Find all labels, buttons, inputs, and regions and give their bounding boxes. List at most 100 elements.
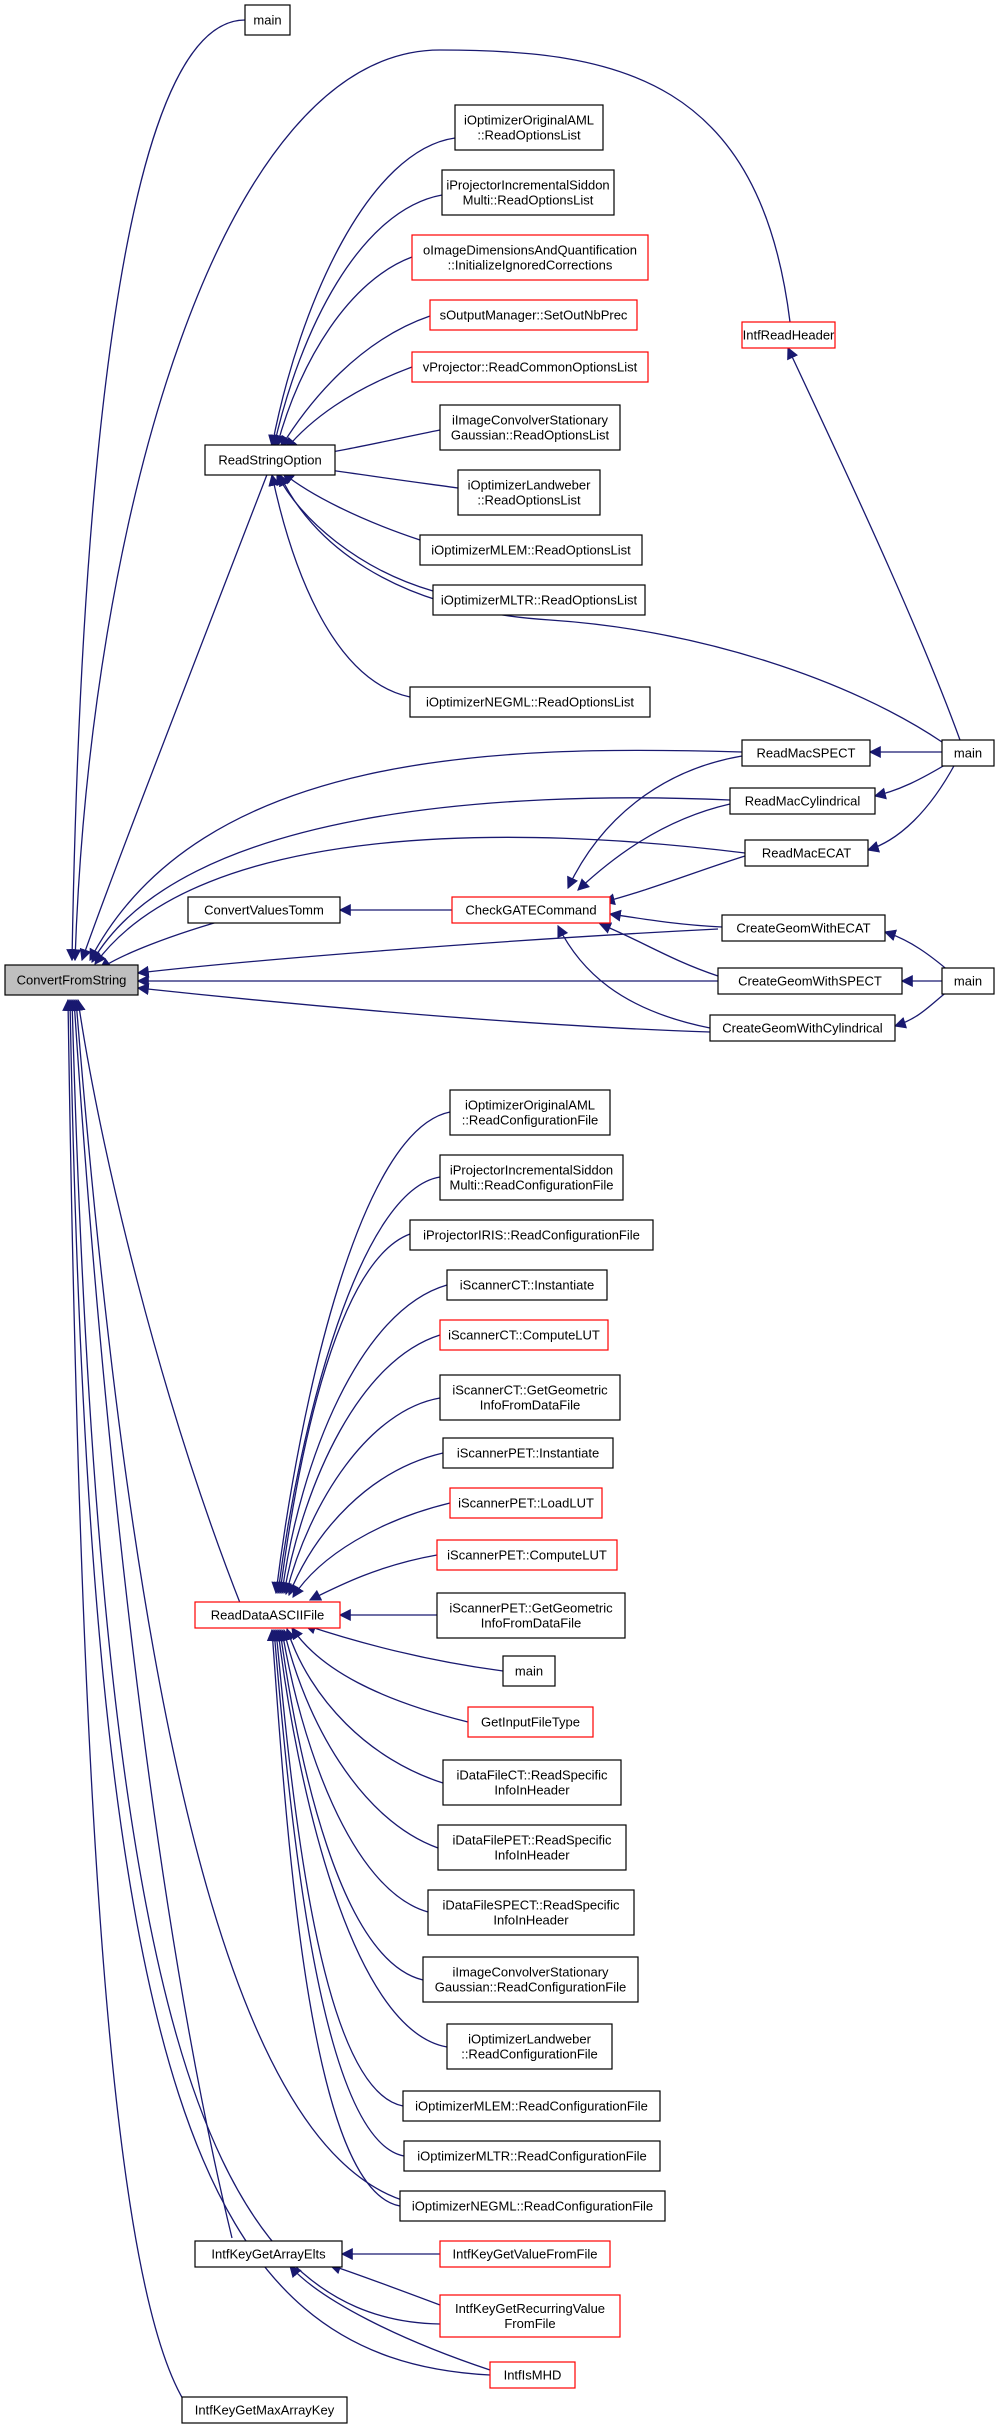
node-read-mac-cylindrical[interactable]: ReadMacCylindrical [729, 787, 876, 815]
node-label: CreateGeomWithCylindrical [722, 1021, 882, 1036]
edge-projiris-conf-to-readdata [275, 1233, 411, 1595]
edge-readdata-to-root [73, 998, 243, 1609]
edge-scanpet-lut-to-readdata [308, 1554, 438, 1601]
node-label: IntfKeyGetValueFromFile [453, 2247, 598, 2262]
node-scanner-pet-loadlut[interactable]: iScannerPET::LoadLUT [449, 1487, 603, 1519]
node-get-input-file-type[interactable]: GetInputFileType [467, 1706, 594, 1738]
edge-getrecurring-to-getarray [328, 2262, 441, 2306]
node-scanner-ct-instantiate[interactable]: iScannerCT::Instantiate [446, 1269, 608, 1301]
node-label: InfoInHeader [494, 1783, 570, 1798]
edge-optaml-opts-to-readstring [268, 137, 456, 448]
node-label: oImageDimensionsAndQuantification [423, 243, 637, 258]
node-label: ::ReadConfigurationFile [462, 1113, 599, 1128]
node-intf-read-header[interactable]: IntfReadHeader [741, 321, 836, 349]
node-projector-iris-readconfig[interactable]: iProjectorIRIS::ReadConfigurationFile [409, 1219, 654, 1251]
edge-mlem-conf-to-readdata [271, 1628, 404, 2107]
node-label: iOptimizerMLEM::ReadConfigurationFile [415, 2099, 648, 2114]
node-convert-from-string[interactable]: ConvertFromString [4, 964, 139, 996]
node-label: ReadStringOption [218, 453, 321, 468]
node-read-mac-spect[interactable]: ReadMacSPECT [741, 739, 871, 767]
node-intf-key-get-value-from-file[interactable]: IntfKeyGetValueFromFile [439, 2240, 611, 2268]
edge-soutput-to-readstring [280, 315, 431, 449]
edge-ismhd-to-root [64, 998, 491, 2376]
node-create-geom-spect[interactable]: CreateGeomWithSPECT [717, 967, 903, 995]
node-intf-key-get-max-array-key[interactable]: IntfKeyGetMaxArrayKey [181, 2396, 348, 2424]
node-label: iOptimizerMLTR::ReadConfigurationFile [417, 2149, 647, 2164]
node-optimizer-mltr-readconfig[interactable]: iOptimizerMLTR::ReadConfigurationFile [403, 2140, 661, 2172]
node-label: InfoInHeader [493, 1913, 569, 1928]
node-scanner-ct-computelut[interactable]: iScannerCT::ComputeLUT [439, 1319, 609, 1351]
node-label: ::ReadOptionsList [477, 128, 581, 143]
node-label: Gaussian::ReadOptionsList [451, 428, 610, 443]
node-projector-siddon-readoptions[interactable]: iProjectorIncrementalSiddonMulti::ReadOp… [441, 169, 615, 216]
node-optimizer-mltr-readoptions[interactable]: iOptimizerMLTR::ReadOptionsList [432, 584, 646, 616]
node-main-right-2[interactable]: main [941, 967, 995, 995]
node-label: ReadMacECAT [762, 846, 851, 861]
node-label: iOptimizerLandweber [468, 2032, 592, 2047]
node-optimizer-mlem-readconfig[interactable]: iOptimizerMLEM::ReadConfigurationFile [402, 2090, 661, 2122]
node-label: InfoFromDataFile [481, 1616, 581, 1631]
edge-mlem-opts-to-readstring [282, 472, 421, 541]
node-label: iOptimizerNEGML::ReadConfigurationFile [412, 2199, 653, 2214]
edge-readmacspect-to-root [89, 749, 743, 962]
node-label: CheckGATECommand [465, 903, 596, 918]
node-optimizer-aml-readoptions[interactable]: iOptimizerOriginalAML::ReadOptionsList [454, 104, 604, 151]
node-image-convolver-readconfig[interactable]: iImageConvolverStationaryGaussian::ReadC… [422, 1956, 639, 2003]
node-intf-is-mhd[interactable]: IntfIsMHD [489, 2361, 576, 2389]
edge-mainr1-to-readmacecat [866, 763, 956, 853]
node-main-right-1[interactable]: main [941, 739, 995, 767]
node-label: GetInputFileType [481, 1715, 580, 1730]
node-vprojector-readcommonoptions[interactable]: vProjector::ReadCommonOptionsList [411, 351, 649, 383]
node-scanner-pet-instantiate[interactable]: iScannerPET::Instantiate [442, 1437, 614, 1469]
node-read-data-ascii-file[interactable]: ReadDataASCIIFile [194, 1601, 341, 1629]
node-intf-key-get-array-elts[interactable]: IntfKeyGetArrayElts [194, 2240, 343, 2268]
node-optimizer-landweber-readconfig[interactable]: iOptimizerLandweber::ReadConfigurationFi… [446, 2023, 613, 2070]
node-projector-siddon-readconfig[interactable]: iProjectorIncrementalSiddonMulti::ReadCo… [439, 1154, 624, 1201]
node-label: IntfReadHeader [743, 328, 835, 343]
node-optimizer-negml-readoptions[interactable]: iOptimizerNEGML::ReadOptionsList [409, 686, 651, 718]
node-label: InfoFromDataFile [480, 1398, 580, 1413]
node-label: ::ReadOptionsList [477, 493, 581, 508]
node-label: CreateGeomWithSPECT [738, 974, 882, 989]
edge-getvalue-to-root [70, 998, 441, 2208]
node-create-geom-cylindrical[interactable]: CreateGeomWithCylindrical [709, 1014, 896, 1042]
edge-scanpet-load-to-readdata [292, 1502, 451, 1599]
node-label: iScannerCT::Instantiate [460, 1278, 594, 1293]
edge-dfct-to-readdata [284, 1627, 444, 1784]
node-main-middle[interactable]: main [502, 1655, 556, 1687]
node-optimizer-landweber-readoptions[interactable]: iOptimizerLandweber::ReadOptionsList [457, 469, 601, 516]
node-convert-values-tomm[interactable]: ConvertValuesTomm [187, 896, 341, 924]
node-image-convolver-readoptions[interactable]: iImageConvolverStationaryGaussian::ReadO… [439, 404, 621, 451]
node-optimizer-negml-readconfig[interactable]: iOptimizerNEGML::ReadConfigurationFile [399, 2190, 666, 2222]
edge-main-top-to-root [66, 19, 246, 962]
node-label: sOutputManager::SetOutNbPrec [440, 308, 628, 323]
node-label: Multi::ReadOptionsList [463, 193, 594, 208]
node-optimizer-aml-readconfig[interactable]: iOptimizerOriginalAML::ReadConfiguration… [449, 1089, 611, 1136]
node-label: iImageConvolverStationary [452, 413, 609, 428]
node-label: vProjector::ReadCommonOptionsList [423, 360, 638, 375]
node-scanner-pet-computelut[interactable]: iScannerPET::ComputeLUT [436, 1539, 618, 1571]
node-output-manager-setoutnbprec[interactable]: sOutputManager::SetOutNbPrec [429, 299, 638, 331]
edge-readmacecat-to-checkgate [602, 855, 746, 906]
node-label: ::InitializeIgnoredCorrections [448, 258, 613, 273]
node-label: iProjectorIRIS::ReadConfigurationFile [423, 1228, 640, 1243]
node-create-geom-ecat[interactable]: CreateGeomWithECAT [721, 914, 886, 942]
edge-creategeomcyl-to-checkgate [557, 924, 711, 1029]
node-read-string-option[interactable]: ReadStringOption [204, 444, 336, 476]
node-main-top[interactable]: main [244, 4, 291, 36]
node-optimizer-mlem-readoptions[interactable]: iOptimizerMLEM::ReadOptionsList [419, 534, 643, 566]
node-check-gate-command[interactable]: CheckGATECommand [451, 896, 611, 924]
node-scanner-pet-getgeometric[interactable]: iScannerPET::GetGeometricInfoFromDataFil… [436, 1592, 626, 1639]
node-label: main [253, 13, 281, 28]
node-image-dimensions-ignored-corrections[interactable]: oImageDimensionsAndQuantification::Initi… [411, 234, 649, 281]
edge-dfpet-to-readdata [280, 1628, 439, 1849]
edge-vproj-to-readstring [285, 366, 413, 450]
node-label: iOptimizerMLEM::ReadOptionsList [431, 543, 631, 558]
node-label: main [515, 1664, 543, 1679]
node-read-mac-ecat[interactable]: ReadMacECAT [744, 839, 869, 867]
